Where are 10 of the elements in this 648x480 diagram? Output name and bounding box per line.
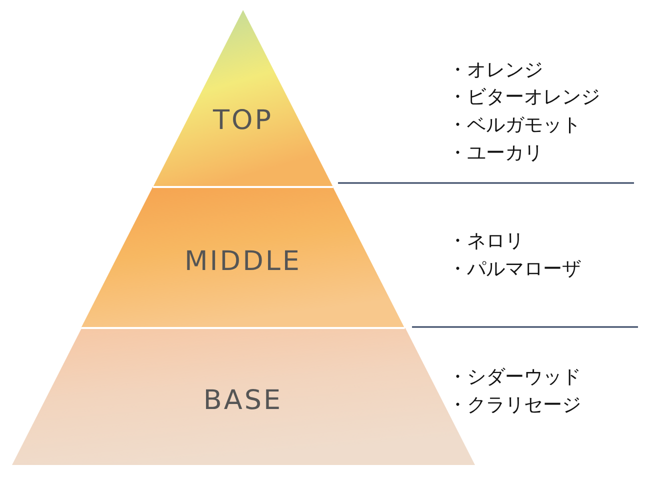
list-item: ・オレンジ — [448, 59, 543, 81]
list-item: ・ネロリ — [448, 230, 524, 252]
pyramid-band: MIDDLE — [81, 187, 405, 328]
list-item: ・ベルガモット — [448, 114, 581, 136]
list-item: ・パルマローザ — [448, 258, 581, 280]
pyramid-top-triangle: TOP — [152, 10, 334, 187]
list-item: ・クラリセージ — [448, 394, 581, 416]
list-item: ・ユーカリ — [448, 142, 543, 164]
list-item: ・ビターオレンジ — [448, 86, 600, 108]
list-item: ・シダーウッド — [448, 366, 581, 388]
